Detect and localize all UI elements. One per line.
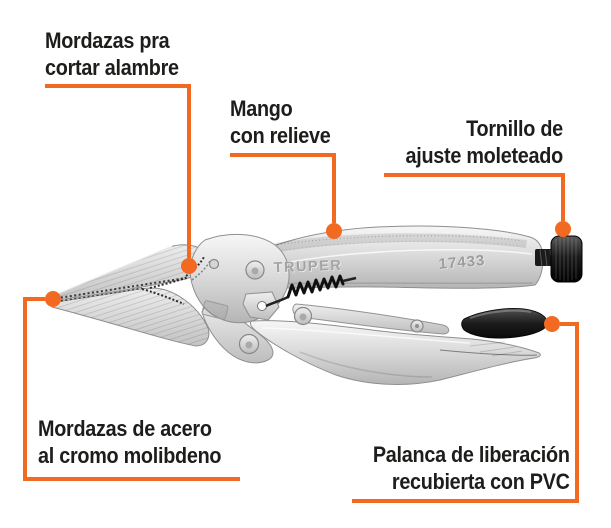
brand-marking-highlight: TRUPER: [274, 258, 343, 276]
leader-dot-lever: [544, 316, 560, 332]
callout-leaders: [23, 84, 579, 503]
callout-wire-jaws-line2: cortar alambre: [45, 55, 179, 80]
lower-jaw: [49, 287, 210, 347]
callout-steel-jaws-line2: al cromo molibdeno: [38, 443, 222, 468]
callout-grip: Mango con relieve: [230, 95, 331, 149]
lower-handle: [249, 320, 541, 385]
leader-lever: [352, 322, 579, 503]
model-marking-highlight: 17433: [439, 253, 487, 274]
grip-knurl-band: [252, 233, 527, 257]
markings: TRUPER TRUPER 17433 17433: [273, 252, 486, 277]
callout-wire-jaws: Mordazas pra cortar alambre: [45, 27, 179, 81]
callout-wire-jaws-line1: Mordazas pra: [45, 28, 170, 53]
leader-screw: [384, 173, 565, 221]
leader-grip: [230, 153, 336, 223]
brand-marking: TRUPER: [273, 258, 342, 276]
spring-anchor-plate: [242, 291, 280, 321]
callout-screw-line2: ajuste moleteado: [405, 143, 564, 168]
callout-screw: Tornillo de ajuste moleteado: [405, 115, 564, 169]
callout-steel-jaws-line1: Mordazas de acero: [38, 416, 212, 441]
callout-lever-line2: recubierta con PVC: [392, 469, 570, 494]
locking-pliers: TRUPER TRUPER 17433 17433: [49, 225, 583, 385]
release-lever: [461, 308, 548, 339]
leader-dot-steel-jaws: [45, 291, 61, 307]
leader-wire-jaws: [45, 84, 191, 258]
leader-dot-screw: [555, 221, 571, 237]
coil-spring: [265, 274, 357, 308]
callout-screw-line1: Tornillo de: [466, 116, 563, 141]
callout-lever: Palanca de liberación recubierta con PVC: [373, 441, 570, 495]
rivets: [208, 258, 424, 355]
steel-stamp: [201, 300, 229, 320]
callout-steel-jaws: Mordazas de acero al cromo molibdeno: [38, 415, 222, 469]
adjustment-screw: [535, 235, 583, 283]
callout-grip-line1: Mango: [230, 96, 293, 121]
leader-dot-grip: [326, 223, 342, 239]
leader-dot-wire-jaws: [181, 258, 197, 274]
model-marking: 17433: [438, 252, 486, 273]
callout-grip-line2: con relieve: [230, 123, 331, 148]
callout-lever-line1: Palanca de liberación: [373, 442, 570, 467]
pin-rivet: [208, 258, 220, 270]
leader-steel-jaws: [23, 297, 240, 481]
